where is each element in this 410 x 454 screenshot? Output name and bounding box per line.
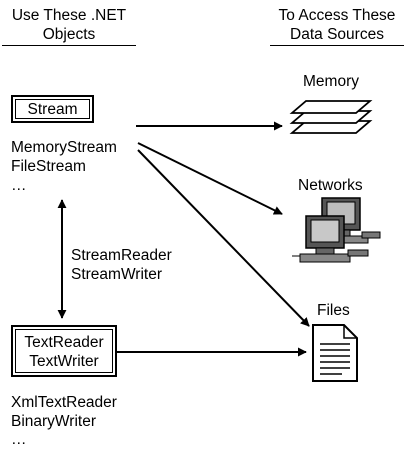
- right-header: To Access These Data Sources: [270, 6, 404, 46]
- network-computers-icon: [292, 197, 381, 263]
- left-header: Use These .NET Objects: [2, 6, 136, 46]
- streamwriter-label: StreamWriter: [71, 266, 163, 283]
- networks-label: Networks: [298, 177, 363, 194]
- memory-label: Memory: [303, 73, 359, 90]
- arrow-to-files: [137, 149, 310, 327]
- stream-box: Stream: [11, 95, 94, 123]
- files-label: Files: [317, 302, 350, 319]
- right-header-underline: [270, 45, 404, 46]
- left-header-underline: [2, 45, 136, 46]
- textreader-label: TextReader: [24, 334, 104, 351]
- stream-label: Stream: [27, 101, 78, 118]
- right-header-line2: Data Sources: [290, 26, 384, 43]
- right-header-line1: To Access These: [278, 7, 396, 24]
- memorystream-label: MemoryStream: [11, 139, 117, 156]
- ellipsis-top: …: [11, 177, 27, 194]
- left-header-line1: Use These .NET: [11, 7, 127, 24]
- file-document-icon: [312, 324, 358, 382]
- memory-stack-icon: [289, 100, 373, 134]
- binarywriter-label: BinaryWriter: [11, 413, 96, 430]
- left-header-line2: Objects: [42, 26, 96, 43]
- xmltextreader-label: XmlTextReader: [11, 394, 117, 411]
- textreader-box: TextReader TextWriter: [11, 325, 117, 377]
- streamreader-label: StreamReader: [71, 247, 172, 264]
- filestream-label: FileStream: [11, 158, 86, 175]
- arrow-to-networks: [137, 142, 283, 215]
- textwriter-label: TextWriter: [29, 353, 99, 370]
- ellipsis-bottom: …: [11, 431, 27, 448]
